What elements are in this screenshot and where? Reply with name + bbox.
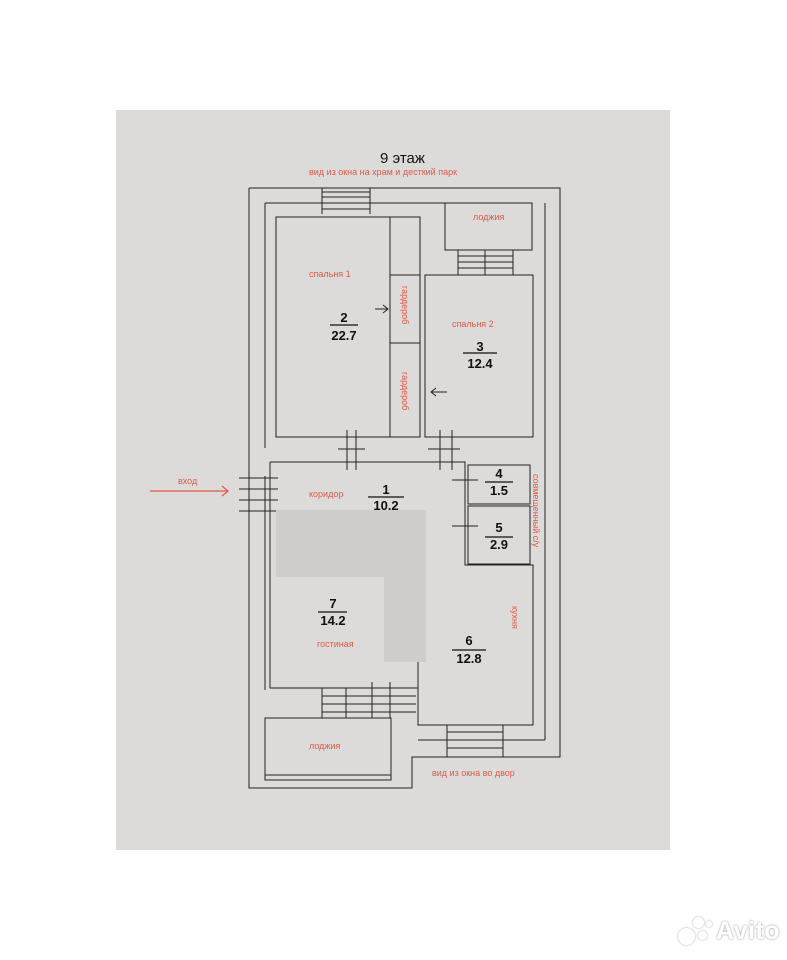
loggia-label-bottom: лоджия [309,741,341,751]
door-bedroom-2 [428,430,460,470]
door-bedroom-1 [338,430,365,470]
room-area-2: 22.7 [331,328,357,343]
room-number-4: 4 [495,466,503,481]
room-number-5: 5 [495,520,503,535]
room-name-kitchen: кухня [510,606,520,629]
entrance-door [239,477,278,512]
room-name-living: гостиная [317,639,354,649]
floor-title: 9 этаж [380,150,425,167]
room-bedroom-1 [275,216,421,438]
avito-logo-icon [678,916,712,946]
window-top-bedroom-1 [321,188,371,214]
avito-wordmark: Avito [716,916,781,945]
room-number-1: 1 [382,482,390,497]
loggia-top [444,202,533,251]
redacted-patch [276,510,426,662]
room-area-4: 1.5 [489,483,509,498]
paper-sheet [116,110,670,850]
wardrobe-label-2: гардероб [400,372,410,411]
room-area-6: 12.8 [456,651,482,666]
window-kitchen [446,724,504,757]
avito-watermark: Avito [678,916,780,946]
room-name-bedroom-1: спальня 1 [309,269,351,279]
loggia-bottom [264,717,392,781]
room-name-corridor: коридор [309,489,344,499]
loggia-label-top: лоджия [473,212,505,222]
room-bedroom-2 [424,274,534,438]
room-number-2: 2 [340,310,348,325]
room-bath-5 [467,505,531,565]
wardrobe-arrow-2 [430,387,447,397]
wardrobe-arrow-1 [375,304,389,314]
window-bedroom-2 [457,249,514,275]
room-number-3: 3 [476,339,484,354]
room-corridor-living [269,461,534,726]
wardrobe-label-1: гардероб [400,286,410,325]
outer-wall [248,187,561,789]
room-area-1: 10.2 [373,498,399,513]
room-number-7: 7 [329,596,337,611]
view-bottom-label: вид из окна во двор [432,768,515,778]
room-bath-4 [467,464,531,505]
room-area-7: 14.2 [320,613,346,628]
view-top-label: вид из окна на храм и десткий парк [309,167,458,177]
room-name-bath: совмещенный с/у [531,474,541,548]
room-number-6: 6 [465,633,473,648]
room-name-bedroom-2: спальня 2 [452,319,494,329]
entrance-arrow [150,485,229,497]
window-living [321,682,416,718]
room-area-3: 12.4 [467,356,493,371]
room-area-5: 2.9 [489,537,509,552]
entrance-label: вход [178,476,198,486]
